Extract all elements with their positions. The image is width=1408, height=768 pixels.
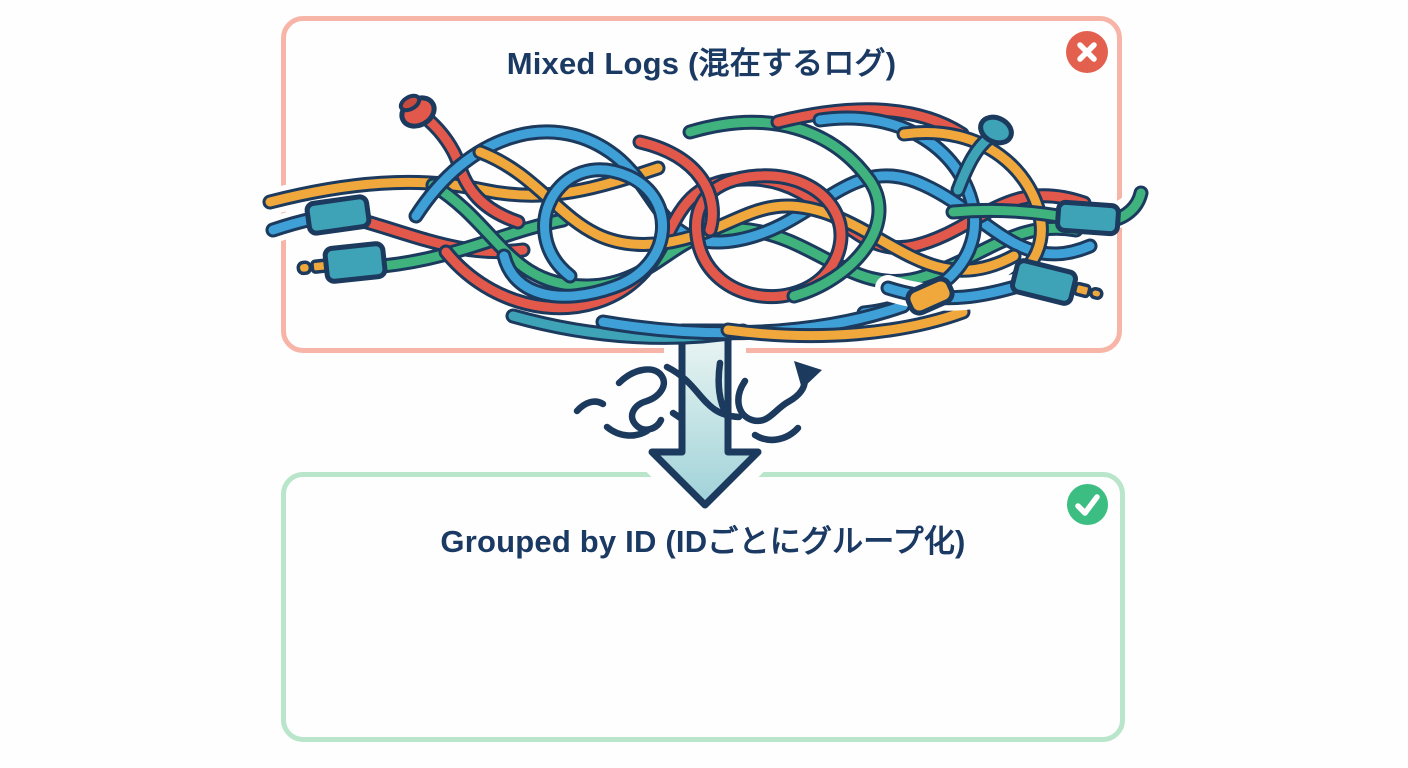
tangled-cables-illustration: [257, 93, 1155, 345]
cable-connector: [304, 194, 372, 236]
earbud-red: [398, 93, 437, 129]
down-arrow-icon: [634, 309, 776, 523]
grouped-cables: [260, 562, 1144, 742]
mixed-logs-title: Mixed Logs (混在するログ): [506, 46, 897, 81]
grouped-by-id-title: Grouped by ID (IDごとにグループ化): [440, 524, 966, 559]
x-icon: [1066, 31, 1108, 73]
transform-arrow: [573, 309, 822, 523]
cable-connector: [1055, 179, 1155, 237]
cable-connector: [905, 276, 955, 316]
jack-plug: [296, 241, 388, 284]
jack-plug: [1010, 258, 1104, 306]
untangle-squiggles-icon: [573, 359, 822, 444]
check-icon: [1067, 484, 1108, 525]
earbud-teal: [978, 114, 1014, 146]
